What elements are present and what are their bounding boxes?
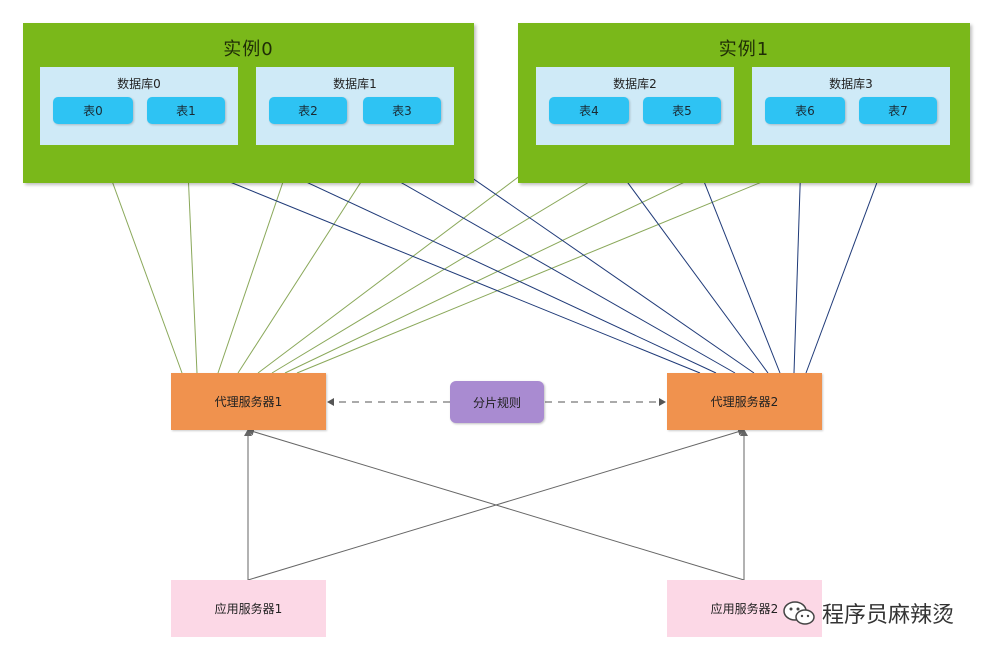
edge-app2-proxy1 <box>247 427 745 581</box>
watermark: 程序员麻辣烫 <box>782 596 954 630</box>
table-0: 表0 <box>53 97 133 124</box>
wechat-icon <box>782 599 816 627</box>
table-1: 表1 <box>147 97 225 124</box>
database-title: 数据库2 <box>613 77 657 91</box>
database-title: 数据库0 <box>117 77 161 91</box>
proxy-server-1: 代理服务器1 <box>171 373 326 430</box>
proxy-server-2: 代理服务器2 <box>667 373 822 430</box>
database-title: 数据库3 <box>829 77 873 91</box>
app-server-1: 应用服务器1 <box>171 580 326 637</box>
instance-title: 实例0 <box>223 39 274 60</box>
table-3: 表3 <box>363 97 441 124</box>
table-6: 表6 <box>765 97 845 124</box>
table-4: 表4 <box>549 97 629 124</box>
table-7: 表7 <box>859 97 937 124</box>
instance-title: 实例1 <box>718 39 770 60</box>
watermark-text: 程序员麻辣烫 <box>822 603 955 628</box>
app-to-proxy-edges <box>244 427 748 581</box>
table-2: 表2 <box>269 97 347 124</box>
sharding-rule: 分片规则 <box>450 381 544 423</box>
table-5: 表5 <box>643 97 721 124</box>
database-title: 数据库1 <box>333 77 377 91</box>
